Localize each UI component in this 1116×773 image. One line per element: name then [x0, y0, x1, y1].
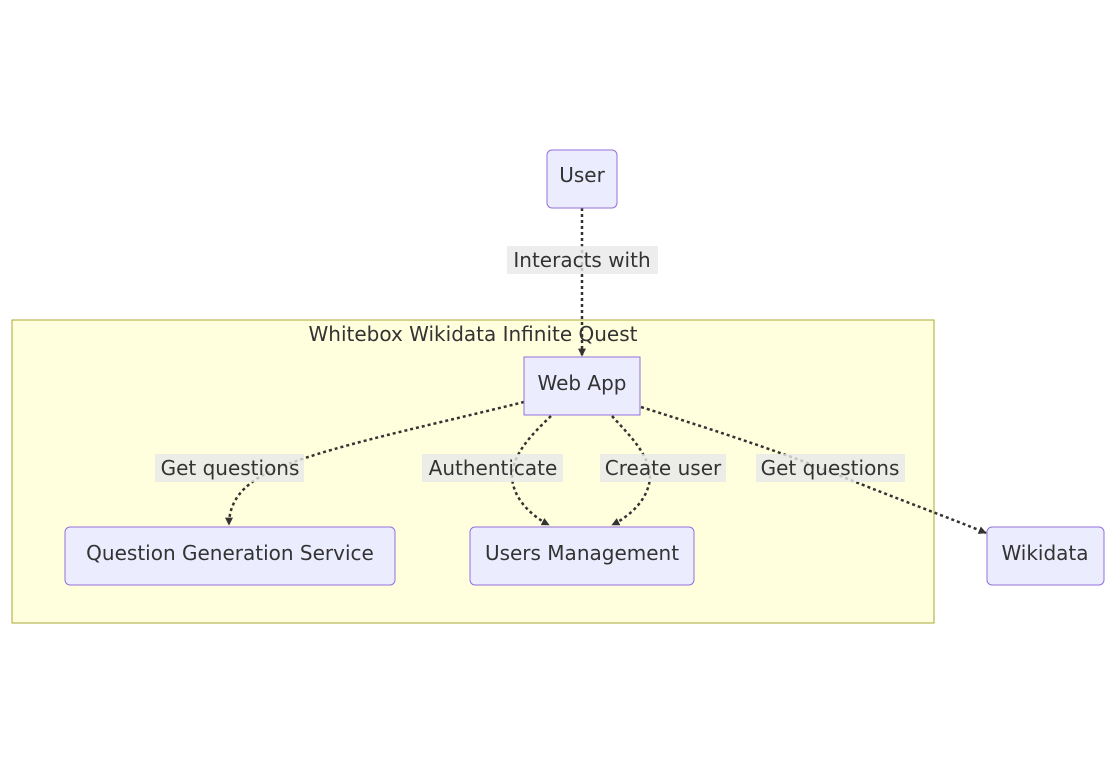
- edge-label-text: Create user: [605, 456, 722, 480]
- node-box: [469, 526, 695, 586]
- node-web-app: Web App: [523, 356, 641, 416]
- node-label: Users Management: [485, 541, 679, 565]
- edge-label-create-user: Create user: [600, 454, 726, 482]
- node-label: Wikidata: [1001, 541, 1088, 565]
- edge-label-interacts-with: Interacts with: [507, 246, 658, 274]
- edge-label-text: Authenticate: [429, 456, 558, 480]
- edge-label-background: [600, 454, 726, 482]
- node-box: [546, 149, 618, 209]
- node-question-generation-service: Question Generation Service: [64, 526, 396, 586]
- edge-label-get-questions-wikidata: Get questions: [756, 454, 905, 482]
- edge-label-get-questions-qgs: Get questions: [155, 454, 304, 482]
- node-box: [523, 356, 641, 416]
- node-label: Question Generation Service: [86, 541, 374, 565]
- edge-label-background: [507, 246, 658, 274]
- edge-web-app-authenticate-users-management: [510, 415, 552, 527]
- edge-label-text: Interacts with: [513, 248, 650, 272]
- edge-label-text: Get questions: [761, 456, 900, 480]
- node-label: Web App: [537, 371, 626, 395]
- edge-labels: Interacts with Get questions Authenticat…: [155, 246, 905, 482]
- edge-label-text: Get questions: [161, 456, 300, 480]
- node-wikidata: Wikidata: [986, 526, 1105, 586]
- edge-label-authenticate: Authenticate: [422, 454, 563, 482]
- nodes: User Web App Question Generation Service…: [64, 149, 1105, 586]
- cluster-title: Whitebox Wikidata Infinite Quest: [309, 322, 638, 346]
- edge-label-background: [155, 454, 304, 482]
- node-user: User: [546, 149, 618, 209]
- edge-label-background: [422, 454, 563, 482]
- edge-label-background: [756, 454, 905, 482]
- node-label: User: [559, 163, 605, 187]
- edge-web-app-to-question-generation-service: [225, 400, 525, 526]
- node-box: [986, 526, 1105, 586]
- node-users-management: Users Management: [469, 526, 695, 586]
- node-box: [64, 526, 396, 586]
